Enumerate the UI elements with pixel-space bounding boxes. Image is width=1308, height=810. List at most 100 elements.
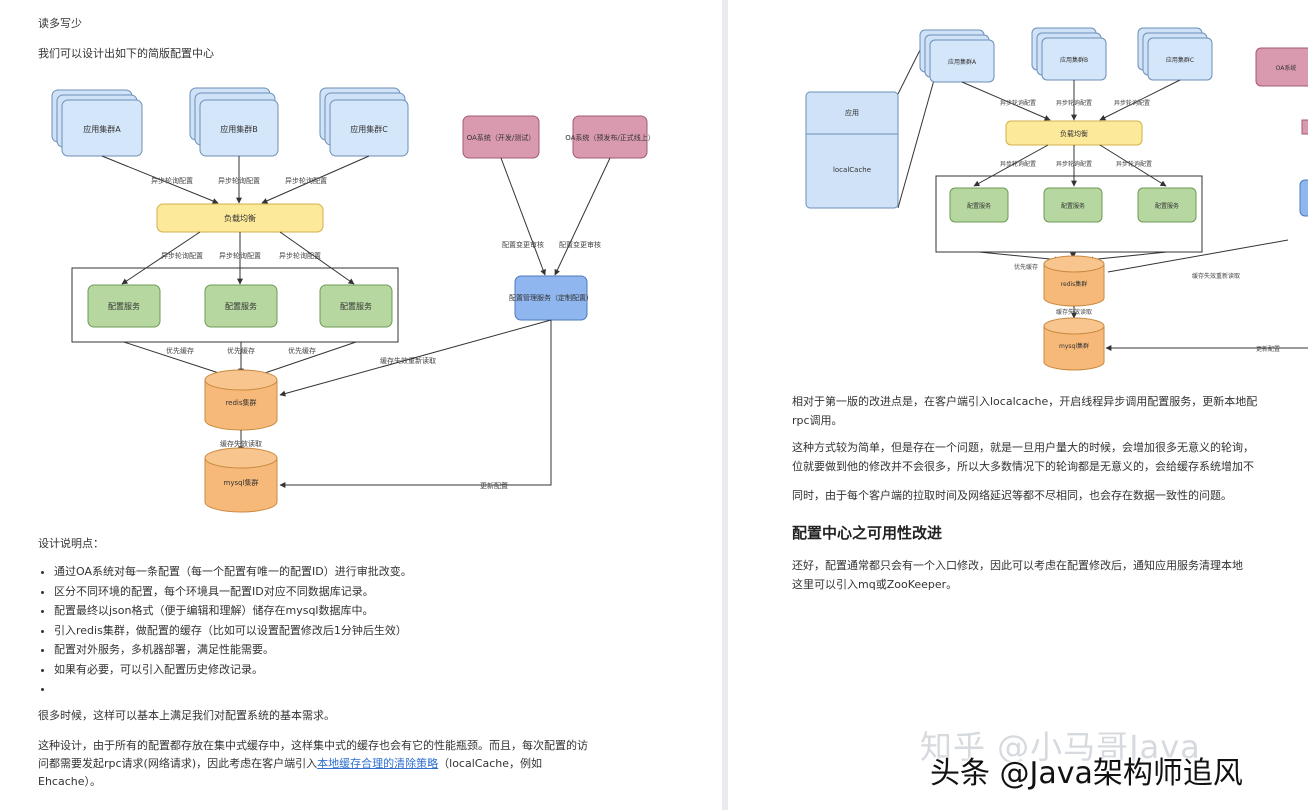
- document-page-right: 应用 localCache 应用集群A 应用集群B 应用集群C OA系统: [728, 0, 1308, 810]
- right-para2-line1: 这种方式较为简单，但是存在一个问题，就是一旦用户量大的时候，会增加很多无意义的轮…: [792, 441, 1254, 454]
- note-item: 配置对外服务，多机器部署，满足性能需要。: [54, 640, 412, 660]
- svg-text:负载均衡: 负载均衡: [1060, 129, 1088, 138]
- svg-text:优先缓存: 优先缓存: [1014, 263, 1038, 271]
- label-async-3: 异步轮询配置: [285, 176, 327, 185]
- svg-text:配置服务: 配置服务: [1155, 202, 1179, 210]
- service-node-3: 配置服务: [1137, 187, 1197, 223]
- client-cluster-c: 应用集群C: [319, 87, 409, 157]
- oa-system: OA系统: [1255, 47, 1308, 87]
- document-page-left: 读多写少 我们可以设计出如下的简版配置中心 应用集群A 应用集群B 应用集群C: [0, 0, 722, 810]
- svg-text:localCache: localCache: [833, 166, 871, 174]
- service-node-2: 配置服务: [1043, 187, 1103, 223]
- svg-text:异步轮询配置: 异步轮询配置: [1056, 99, 1092, 107]
- client-localcache-box: 应用 localCache: [805, 91, 899, 209]
- design-notes-list: 通过OA系统对每一条配置（每一个配置有唯一的配置ID）进行审批改变。 区分不同环…: [38, 562, 412, 699]
- svg-text:缓存失效重新读取: 缓存失效重新读取: [1192, 272, 1240, 280]
- note-item: 通过OA系统对每一条配置（每一个配置有唯一的配置ID）进行审批改变。: [54, 562, 412, 582]
- toutiao-watermark: 头条 @Java架构师追风: [930, 756, 1243, 791]
- svg-text:redis集群: redis集群: [225, 398, 256, 407]
- paragraph-1: 很多时候，这样可以基本上满足我们对配置系统的基本需求。: [38, 709, 335, 722]
- config-center-diagram-v1: 应用集群A 应用集群B 应用集群C OA系统（开发/测试） OA系统（预发布/正…: [51, 87, 655, 513]
- service-node-2: 配置服务: [204, 284, 278, 328]
- paragraph-2-line-2: 问都需要发起rpc请求(网络请求)，因此考虑在客户端引入本地缓存合理的清除策略（…: [38, 757, 542, 770]
- client-cluster-b: 应用集群B: [1031, 27, 1107, 81]
- svg-text:异步轮询配置: 异步轮询配置: [1000, 99, 1036, 107]
- note-item: 配置最终以json格式（便于编辑和理解）储存在mysql数据库中。: [54, 601, 412, 621]
- service-group-frame: [71, 267, 399, 343]
- load-balancer: 负载均衡: [156, 203, 324, 233]
- zhihu-watermark: 知乎 @小马哥Java: [920, 728, 1201, 766]
- note-item: [54, 679, 412, 699]
- note-item: 如果有必要，可以引入配置历史修改记录。: [54, 660, 412, 680]
- svg-text:异步轮询配置: 异步轮询配置: [1116, 160, 1152, 168]
- label-update-db: 更新配置: [480, 481, 508, 490]
- label-cache-1: 优先缓存: [166, 346, 194, 355]
- section-heading: 配置中心之可用性改进: [792, 524, 943, 542]
- service-group-frame: [935, 175, 1203, 253]
- right-para1-line2: rpc调用。: [792, 414, 843, 427]
- label-cache-2: 优先缓存: [227, 346, 255, 355]
- right-para3: 同时，由于每个客户端的拉取时间及网络延迟等都不尽相同，也会存在数据一致性的问题。: [792, 489, 1232, 502]
- svg-text:配置管理服务（定制配置）: 配置管理服务（定制配置）: [509, 293, 593, 302]
- paragraph-2-line-1: 这种设计，由于所有的配置都存放在集中式缓存中，这样集中式的缓存也会有它的性能瓶颈…: [38, 739, 588, 752]
- svg-text:配置服务: 配置服务: [225, 301, 257, 311]
- svg-text:配置服务: 配置服务: [108, 301, 140, 311]
- label-async-2: 异步轮询配置: [218, 176, 260, 185]
- svg-text:redis集群: redis集群: [1061, 280, 1088, 288]
- svg-text:配置服务: 配置服务: [967, 202, 991, 210]
- label-async-1: 异步轮询配置: [151, 176, 193, 185]
- client-b-label: 应用集群B: [220, 124, 258, 134]
- load-balancer: 负载均衡: [1005, 120, 1143, 146]
- redis-cluster: redis集群: [204, 369, 278, 431]
- note-item: 引入redis集群，做配置的缓存（比如可以设置配置修改后1分钟后生效）: [54, 621, 412, 641]
- config-management-service: 配置管理服务（定制配置）: [509, 275, 593, 321]
- oa-system-dev: OA系统（开发/测试）: [462, 115, 540, 159]
- svg-text:更新配置: 更新配置: [1256, 345, 1280, 353]
- paragraph-2-line-3: Ehcache）。: [38, 775, 101, 788]
- svg-text:应用: 应用: [845, 108, 859, 117]
- design-line: 我们可以设计出如下的简版配置中心: [38, 47, 214, 60]
- oa-dev-label: OA系统（开发/测试）: [467, 133, 536, 142]
- client-cluster-b: 应用集群B: [189, 87, 279, 157]
- svg-text:缓存失效读取: 缓存失效读取: [1056, 308, 1092, 316]
- svg-text:配置服务: 配置服务: [340, 301, 372, 311]
- right-para1-line1: 相对于第一版的改进点是，在客户端引入localcache，开启线程异步调用配置服…: [792, 395, 1258, 408]
- config-management-edge: [1299, 179, 1308, 217]
- redis-cluster: redis集群: [1043, 255, 1105, 307]
- svg-text:mysql集群: mysql集群: [1059, 342, 1089, 350]
- intro-line: 读多写少: [38, 17, 82, 30]
- local-cache-link[interactable]: 本地缓存合理的清除策略: [317, 757, 439, 770]
- svg-text:应用集群C: 应用集群C: [1166, 56, 1194, 64]
- svg-text:异步轮询配置: 异步轮询配置: [1114, 99, 1150, 107]
- svg-text:应用集群A: 应用集群A: [948, 58, 977, 66]
- oa-system-prod: OA系统（预发布/正式线上）: [565, 115, 655, 159]
- client-c-label: 应用集群C: [350, 124, 388, 134]
- label-sync-cache: 缓存失效重新读取: [380, 356, 436, 365]
- label-async-4: 异步轮询配置: [161, 251, 203, 260]
- svg-text:异步轮询配置: 异步轮询配置: [1056, 160, 1092, 168]
- note-item: 区分不同环境的配置，每个环境具一配置ID对应不同数据库记录。: [54, 582, 412, 602]
- svg-text:配置服务: 配置服务: [1061, 202, 1085, 210]
- oa-prod-label: OA系统（预发布/正式线上）: [565, 133, 655, 142]
- mysql-cluster: mysql集群: [1043, 317, 1105, 371]
- label-mysql-read: 缓存失效读取: [220, 439, 262, 448]
- label-config-change: 配置变更审核: [502, 240, 544, 249]
- notes-title: 设计说明点：: [38, 537, 104, 550]
- service-node-1: 配置服务: [949, 187, 1009, 223]
- label-config-change-2: 配置变更审核: [559, 240, 601, 249]
- label-async-6: 异步轮询配置: [279, 251, 321, 260]
- svg-text:应用集群B: 应用集群B: [1060, 56, 1088, 64]
- right-para2-line2: 位就要做到他的修改并不会很多，所以大多数情况下的轮询都是无意义的，会给缓存系统增…: [792, 460, 1254, 473]
- mysql-cluster: mysql集群: [204, 447, 278, 513]
- service-node-1: 配置服务: [87, 284, 161, 328]
- client-a-label: 应用集群A: [83, 124, 121, 134]
- service-node-3: 配置服务: [319, 284, 393, 328]
- right-para4-line2: 这里可以引入mq或ZooKeeper。: [792, 578, 958, 591]
- label-async-5: 异步轮询配置: [219, 251, 261, 260]
- right-para4-line1: 还好，配置通常都只会有一个入口修改，因此可以考虑在配置修改后，通知应用服务清理本…: [792, 559, 1243, 572]
- svg-text:OA系统: OA系统: [1276, 64, 1297, 72]
- client-cluster-a: 应用集群A: [919, 29, 995, 83]
- client-cluster-c: 应用集群C: [1137, 27, 1213, 81]
- client-cluster-a: 应用集群A: [51, 89, 143, 157]
- svg-text:mysql集群: mysql集群: [224, 478, 259, 487]
